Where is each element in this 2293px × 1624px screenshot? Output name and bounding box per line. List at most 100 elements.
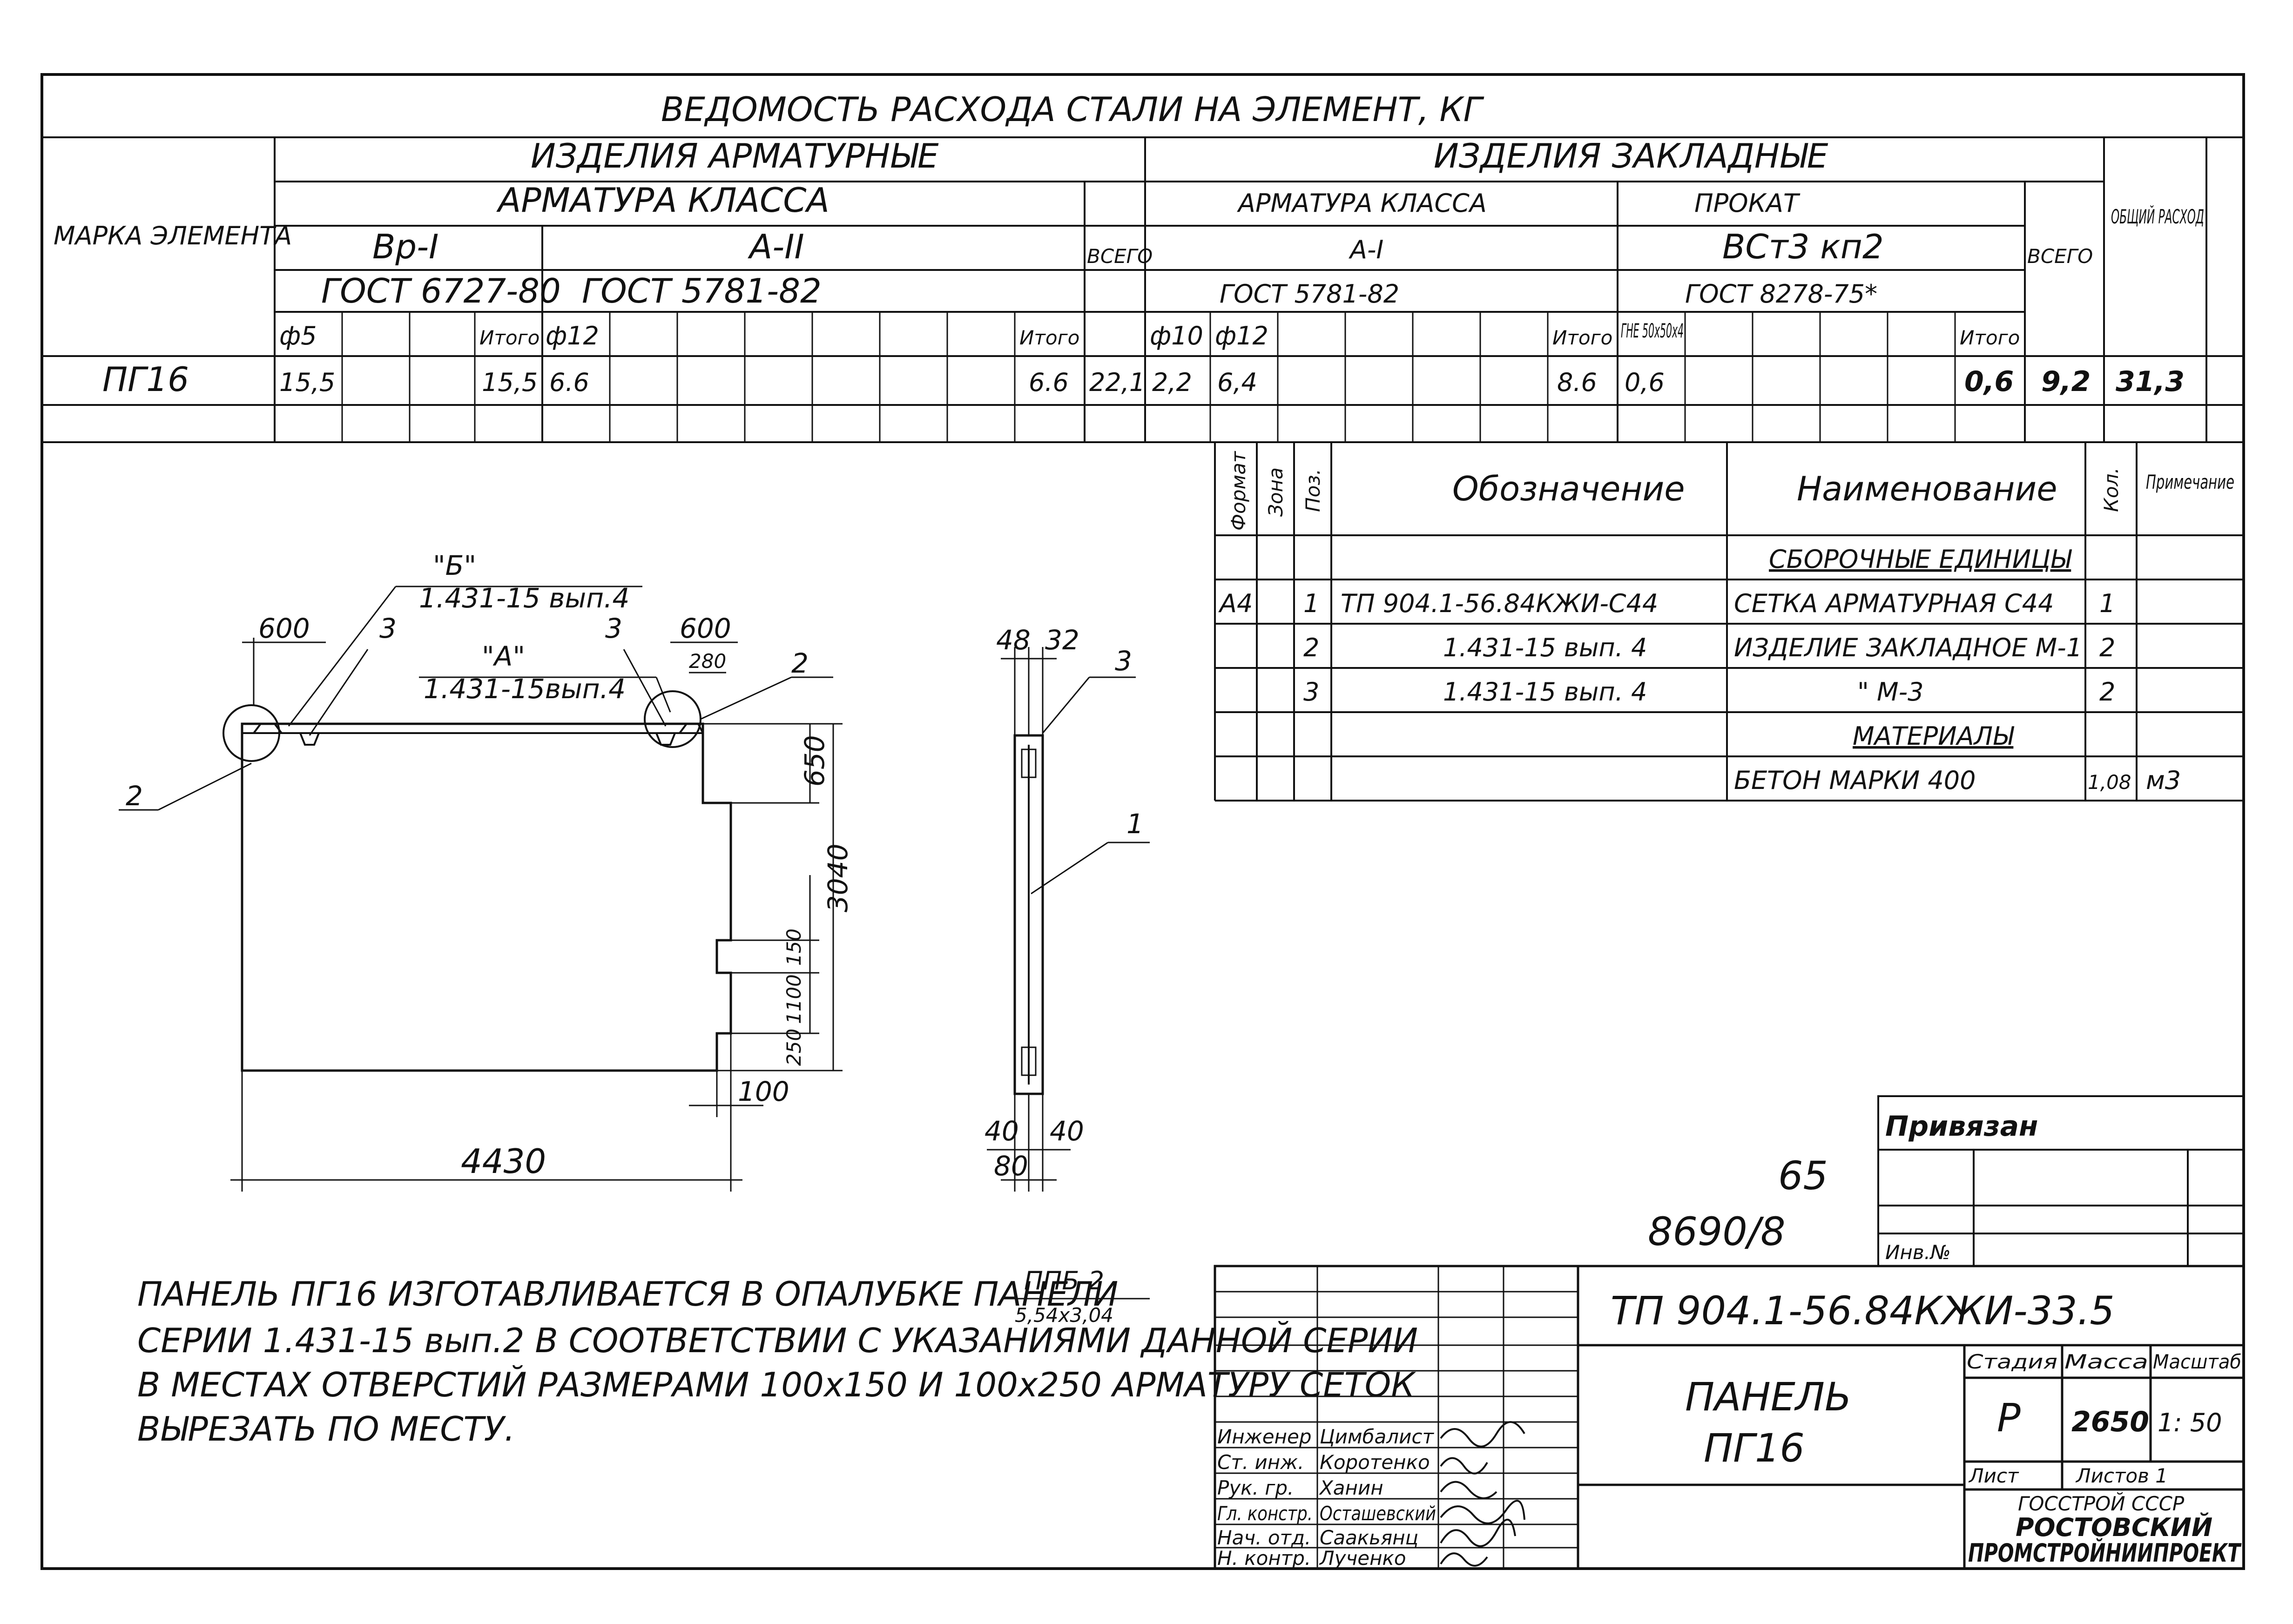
- leader-a: "А": [482, 640, 525, 672]
- spec-h-poz: Поз.: [1302, 469, 1324, 512]
- dim-250: 250: [782, 1029, 805, 1066]
- vsego2-header: ВСЕГО: [2027, 245, 2093, 268]
- org-line-2: РОСТОВСКИЙ: [2016, 1513, 2212, 1542]
- masshtab-label: Масштаб: [2153, 1350, 2241, 1373]
- inv-label: Инв.№: [1885, 1241, 1951, 1264]
- person-2-role: Ст. инж.: [1217, 1451, 1304, 1474]
- note-line2: СЕРИИ 1.431-15 вып.2 В СООТВЕТСТВИИ С УК…: [137, 1321, 1418, 1360]
- val-d12b: 6,4: [1217, 368, 1257, 397]
- massa-label: Масса: [2064, 1350, 2148, 1373]
- spec-h-format: Формат: [1227, 451, 1250, 531]
- panel-front-labels: "Б" 1.431-15 вып.4 "А" 1.431-15вып.4 600…: [126, 550, 854, 1181]
- poz-3-side: 3: [1115, 645, 1132, 677]
- col-d12: ф12: [546, 321, 599, 350]
- col-d12b: ф12: [1215, 321, 1268, 350]
- person-6-role: Н. контр.: [1217, 1547, 1311, 1570]
- class-vp: Вр-I: [372, 227, 438, 266]
- spec-beton-kol: 1,08: [2088, 771, 2131, 794]
- note-line4: ВЫРЕЗАТЬ ПО МЕСТУ.: [137, 1409, 515, 1449]
- privyazan-label: Привязан: [1885, 1110, 2038, 1143]
- val-itogo4: 0,6: [1964, 365, 2014, 398]
- spec-r1-format: А4: [1218, 589, 1253, 618]
- spec-r3-kol: 2: [2099, 677, 2115, 707]
- massa-value: 2650: [2071, 1406, 2149, 1438]
- person-5-name: Саакьянц: [1320, 1526, 1418, 1549]
- dim-1100: 1100: [782, 974, 805, 1024]
- armatura-klassa-2: АРМАТУРА КЛАССА: [1237, 189, 1487, 218]
- spec-r2-naim: ИЗДЕЛИЕ ЗАКЛАДНОЕ М-1: [1734, 633, 2082, 662]
- title-block: [1214, 1265, 2245, 1570]
- gost-5781-b: ГОСТ 5781-82: [1220, 279, 1399, 309]
- leader-b: "Б": [433, 550, 476, 581]
- spec-r3-poz: 3: [1303, 677, 1319, 707]
- val-vsego: 22,1: [1089, 368, 1145, 397]
- prokat-header: ПРОКАТ: [1694, 189, 1801, 218]
- marka-header: МАРКА ЭЛЕМЕНТА: [54, 221, 292, 250]
- stadia-value: Р: [1997, 1395, 2021, 1441]
- vsego-header: ВСЕГО: [1087, 245, 1153, 268]
- spec-h-oboz: Обозначение: [1452, 469, 1685, 508]
- gost-8278: ГОСТ 8278-75*: [1685, 279, 1877, 309]
- spec-r2-oboz: 1.431-15 вып. 4: [1443, 633, 1647, 662]
- val-d10: 2,2: [1152, 368, 1192, 397]
- val-itogo3: 8.6: [1557, 368, 1597, 397]
- spec-r2-poz: 2: [1303, 633, 1319, 662]
- spec-r2-kol: 2: [2099, 633, 2115, 662]
- handwritten-8690: 8690/8: [1648, 1209, 1786, 1254]
- row-mark: ПГ16: [102, 360, 189, 399]
- armaturnye-header: ИЗДЕЛИЯ АРМАТУРНЫЕ: [531, 136, 939, 175]
- doc-name-1: ПАНЕЛЬ: [1685, 1374, 1852, 1420]
- person-1-name: Цимбалист: [1320, 1425, 1434, 1448]
- val-itogo2: 6.6: [1029, 368, 1069, 397]
- col-itogo1: Итого: [479, 326, 540, 349]
- spec-h-naim: Наименование: [1797, 469, 2057, 508]
- steel-table-text: ВЕДОМОСТЬ РАСХОДА СТАЛИ НА ЭЛЕМЕНТ, КГ М…: [54, 90, 2204, 399]
- listov-label: Листов 1: [2075, 1464, 2168, 1487]
- dim-40-right: 40: [1050, 1115, 1084, 1147]
- stadia-label: Стадия: [1967, 1350, 2057, 1373]
- person-3-name: Ханин: [1319, 1476, 1383, 1499]
- person-5-role: Нач. отд.: [1217, 1526, 1311, 1549]
- handwritten-65: 65: [1778, 1153, 1828, 1199]
- note-frac-top: ППБ-2: [1024, 1266, 1104, 1295]
- spec-section1: СБОРОЧНЫЕ ЕДИНИЦЫ: [1769, 545, 2072, 574]
- dim-80: 80: [994, 1150, 1028, 1182]
- col-itogo3: Итого: [1552, 326, 1612, 349]
- spec-r3-oboz: 1.431-15 вып. 4: [1443, 677, 1647, 707]
- poz-3-right: 3: [605, 613, 622, 644]
- dim-600-right: 600: [680, 613, 731, 644]
- spec-r1-poz: 1: [1303, 589, 1319, 618]
- person-6-name: Лученко: [1319, 1547, 1406, 1570]
- armatura-klassa-1: АРМАТУРА КЛАССА: [496, 181, 830, 220]
- steel-table: [42, 136, 2244, 443]
- val-d12: 6.6: [549, 368, 589, 397]
- note-line3: В МЕСТАХ ОТВЕРСТИЙ РАЗМЕРАМИ 100х150 И 1…: [137, 1365, 1416, 1404]
- poz-2-right: 2: [791, 647, 809, 679]
- person-1-role: Инженер: [1217, 1425, 1312, 1448]
- gost-5781-a: ГОСТ 5781-82: [582, 271, 822, 310]
- note-line1: ПАНЕЛЬ ПГ16 ИЗГОТАВЛИВАЕТСЯ В ОПАЛУБКЕ П…: [137, 1274, 1118, 1314]
- poz-3-left: 3: [379, 613, 397, 644]
- obshchiy-header: ОБЩИЙ РАСХОД: [2111, 205, 2204, 228]
- frame: [40, 73, 2245, 1570]
- spec-table: [1214, 442, 2244, 802]
- spec-h-kol: Кол.: [2100, 467, 2123, 512]
- spec-r1-naim: СЕТКА АРМАТУРНАЯ С44: [1734, 589, 2054, 618]
- spec-section2: МАТЕРИАЛЫ: [1853, 721, 2015, 751]
- dim-32: 32: [1045, 624, 1079, 656]
- zakladnye-header: ИЗДЕЛИЯ ЗАКЛАДНЫЕ: [1434, 136, 1828, 175]
- col-itogo4: Итого: [1960, 326, 2020, 349]
- spec-beton: БЕТОН МАРКИ 400: [1734, 766, 1976, 795]
- general-note: ПАНЕЛЬ ПГ16 ИЗГОТАВЛИВАЕТСЯ В ОПАЛУБКЕ П…: [137, 1266, 1418, 1449]
- dim-100: 100: [738, 1076, 789, 1107]
- class-a2: А-II: [748, 227, 804, 266]
- spec-h-zona: Зона: [1264, 467, 1287, 517]
- class-a1: А-I: [1349, 235, 1383, 264]
- val-gne: 0,6: [1625, 368, 1665, 397]
- spec-table-text: Формат Зона Поз. Обозначение Наименовани…: [1218, 451, 2234, 795]
- col-d10: ф10: [1150, 321, 1203, 350]
- dim-4430: 4430: [461, 1142, 546, 1181]
- signatures: [1440, 1421, 1525, 1567]
